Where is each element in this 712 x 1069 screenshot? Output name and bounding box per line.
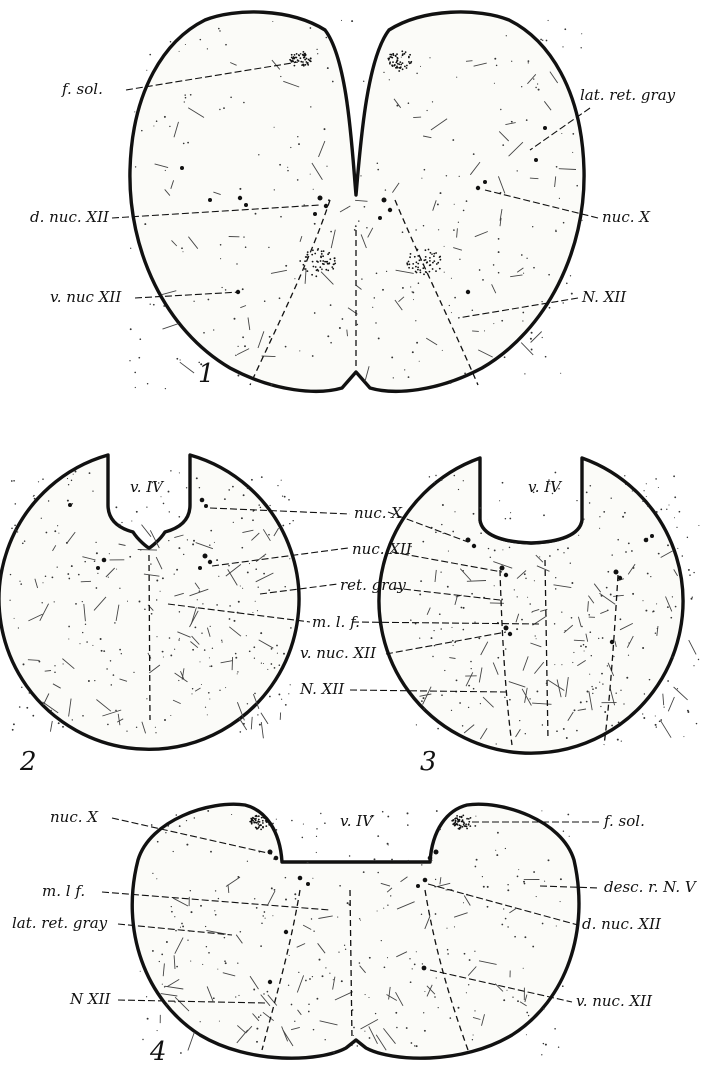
label-nuc-x-2-3: nuc. X <box>354 504 403 522</box>
fig4-label-v-nuc-xii: v. nuc. XII <box>576 992 653 1010</box>
fig1-label-v-nuc-xii: v. nuc XII <box>50 288 122 306</box>
figure-4: v. IV nuc. X f. sol. m. l f. desc. r. N.… <box>12 804 698 1067</box>
fig4-medulla-outline <box>132 804 579 1058</box>
fig4-label-lat-ret-gray: lat. ret. gray <box>12 914 108 932</box>
figure-1-number: 1 <box>198 359 215 389</box>
label-ret-gray-2-3: ret. gray <box>340 576 406 594</box>
label-mlf-2-3: m. l. f. <box>312 613 360 631</box>
label-n-xii-2-3: N. XII <box>299 680 345 698</box>
fig4-label-d-nuc-xii: d. nuc. XII <box>582 915 662 933</box>
fig1-label-f-sol: f. sol. <box>61 80 103 98</box>
fig4-label-mlf: m. l f. <box>42 882 85 900</box>
figure-3-number: 3 <box>420 747 437 777</box>
fig4-label-desc-r-n-v: desc. r. N. V <box>604 878 698 896</box>
fig4-label-n-xii: N XII <box>69 990 111 1008</box>
label-nuc-xii-2-3: nuc. XII <box>352 540 413 558</box>
fig1-label-lat-ret-gray: lat. ret. gray <box>580 86 676 104</box>
fig2-label-v-iv: v. IV <box>130 478 165 496</box>
figure-2-number: 2 <box>19 747 37 777</box>
fig1-label-nuc-x: nuc. X <box>602 208 651 226</box>
fig1-label-d-nuc-xii: d. nuc. XII <box>30 208 110 226</box>
figure-2: v. IV 2 <box>0 455 299 777</box>
figure-1: f. sol. lat. ret. gray d. nuc. XII nuc. … <box>30 12 676 391</box>
figure-3: v. IV 3 <box>379 458 699 777</box>
fig1-label-n-xii: N. XII <box>581 288 627 306</box>
fig3-label-v-iv: v. IV <box>528 478 563 496</box>
fig4-label-v-iv: v. IV <box>340 812 375 830</box>
figure-4-number: 4 <box>149 1037 167 1067</box>
fig1-medulla-outline <box>130 12 584 391</box>
fig4-label-f-sol: f. sol. <box>603 812 645 830</box>
fig4-label-nuc-x: nuc. X <box>50 808 99 826</box>
label-v-nuc-xii-2-3: v. nuc. XII <box>300 644 377 662</box>
